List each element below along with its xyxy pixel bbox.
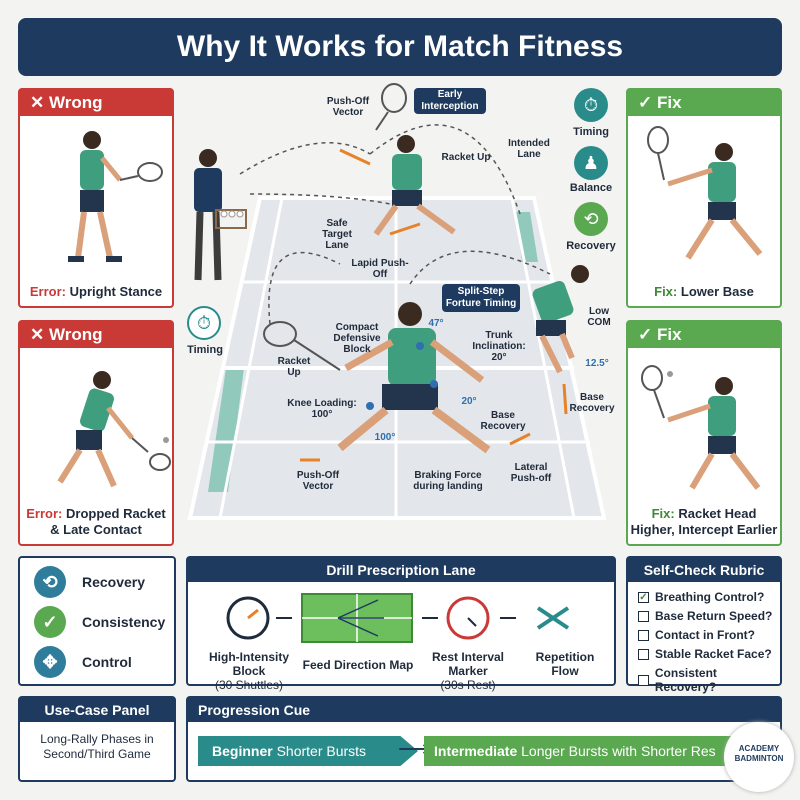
timing-left-label: Timing xyxy=(187,344,223,356)
player-dropped-racket-illustration xyxy=(57,371,171,488)
drill-icons xyxy=(226,593,570,643)
base-recovery-mid-label: Base Recovery xyxy=(480,410,526,432)
drill-item-rest-interval: Rest Interval Marker (30s Rest) xyxy=(414,650,522,692)
beginner-text: Shorter Bursts xyxy=(276,743,367,759)
recovery-icon: ⟲ xyxy=(574,202,608,236)
error-caption: Upright Stance xyxy=(69,284,163,299)
use-case-text: Long-Rally Phases in Second/Third Game xyxy=(40,732,154,761)
self-check-rubric-panel: Self-Check Rubric ✓Breathing Control? Ba… xyxy=(626,556,782,694)
beginner-bold: Beginner xyxy=(212,743,273,759)
legend-item-recovery: ⟲ Recovery xyxy=(34,566,145,598)
fix-label: Fix: xyxy=(654,284,678,299)
legend-label: Control xyxy=(82,654,132,670)
players-illustration xyxy=(239,83,589,462)
wrong-card-upright-stance: ✕ Wrong Error: Upright Stance xyxy=(18,88,174,308)
base-recovery-right-label: Base Recovery xyxy=(569,392,615,414)
racket-up-mid-label: Racket Up xyxy=(277,356,311,378)
low-com-label: Low COM xyxy=(587,306,611,328)
intermediate-text: Longer Bursts with Shorter Res xyxy=(521,743,716,759)
drill-item-repetition-flow: Repetition Flow xyxy=(535,650,595,678)
drill-prescription-panel: Drill Prescription Lane High-Intensity B… xyxy=(186,556,616,692)
lateral-push-off-label: Lateral Push-off xyxy=(510,462,552,484)
player-lower-base-illustration xyxy=(647,126,763,260)
wrong-card-dropped-racket: ✕ Wrong Error: Dropped Racket & Late Con… xyxy=(18,320,174,546)
side-icon-label: Balance xyxy=(569,182,613,194)
rubric-item[interactable]: Base Return Speed? xyxy=(638,609,772,623)
push-off-vector-label: Push-Off Vector xyxy=(326,96,370,118)
legend-label: Consistency xyxy=(82,614,166,630)
rubric-item[interactable]: Stable Racket Face? xyxy=(638,647,772,661)
legend-item-consistency: ✓ Consistency xyxy=(34,606,165,638)
lapid-push-off-label: Lapid Push-Off xyxy=(351,258,409,280)
fix-card-header: ✓ Fix xyxy=(628,90,780,116)
stopwatch-icon: ⏱ xyxy=(187,306,221,340)
rubric-item[interactable]: Contact in Front? xyxy=(638,628,755,642)
page-title: Why It Works for Match Fitness xyxy=(18,18,782,76)
rubric-header: Self-Check Rubric xyxy=(628,558,780,582)
braking-force-label: Braking Force during landing xyxy=(413,470,483,492)
rubric-item[interactable]: ✓Breathing Control? xyxy=(638,590,765,604)
fix-card-header: ✓ Fix xyxy=(628,322,780,348)
feeder-illustration xyxy=(194,149,247,281)
fix-caption: Lower Base xyxy=(680,284,754,299)
progression-header: Progression Cue xyxy=(188,698,780,722)
intended-lane-label: Intended Lane xyxy=(508,138,550,160)
angle-20-label: 20° xyxy=(461,396,477,407)
move-arrows-icon: ✥ xyxy=(34,646,66,678)
angle-100-label: 100° xyxy=(374,432,396,443)
drill-item-label: High-Intensity Block xyxy=(209,650,289,678)
wrong-card-header: ✕ Wrong xyxy=(20,322,172,348)
player-upright-illustration xyxy=(68,131,163,262)
drill-item-feed-map: Feed Direction Map xyxy=(302,658,414,672)
push-off-vector-bottom-label: Push-Off Vector xyxy=(296,470,340,492)
player-racket-higher-illustration xyxy=(641,365,761,490)
drill-item-sub: (30 Shuttles) xyxy=(214,678,284,692)
drill-item-label: Rest Interval Marker xyxy=(431,650,505,678)
fix-card-racket-higher: ✓ Fix Fix: Racket Head Higher, Intercept… xyxy=(626,320,782,546)
intermediate-bold: Intermediate xyxy=(434,743,518,759)
fix-card-lower-base: ✓ Fix Fix: Lower Base xyxy=(626,88,782,308)
checkbox-icon[interactable] xyxy=(638,610,649,622)
legend-label: Recovery xyxy=(82,574,146,590)
side-icon-label: Timing xyxy=(573,126,609,138)
checkbox-icon[interactable] xyxy=(638,629,649,641)
safe-target-lane-label: Safe Target Lane xyxy=(322,218,352,251)
angle-12-5-label: 12.5° xyxy=(585,358,609,369)
beginner-arrow: Beginner Shorter Bursts xyxy=(198,736,418,766)
checkbox-icon[interactable] xyxy=(638,648,649,660)
rubric-item[interactable]: Consistent Recovery? xyxy=(638,666,780,694)
error-label: Error: xyxy=(29,284,67,299)
compact-defensive-block-label: Compact Defensive Block xyxy=(333,322,381,355)
wrong-card-header: ✕ Wrong xyxy=(20,90,172,116)
intermediate-arrow: Intermediate Longer Bursts with Shorter … xyxy=(424,736,744,766)
racket-up-top-label: Racket Up xyxy=(441,152,491,163)
knee-loading-label: Knee Loading: 100° xyxy=(287,398,357,420)
recovery-icon: ⟲ xyxy=(34,566,66,598)
logo-text: ACADEMY BADMINTON xyxy=(734,744,784,763)
balance-icon: ♟ xyxy=(574,146,608,180)
legend-item-control: ✥ Control xyxy=(34,646,132,678)
legend-panel: ⟲ Recovery ✓ Consistency ✥ Control xyxy=(18,556,176,686)
drill-panel-header: Drill Prescription Lane xyxy=(188,558,614,582)
checkmark-icon: ✓ xyxy=(34,606,66,638)
error-caption: Dropped Racket & Late Contact xyxy=(50,506,166,537)
angle-47-label: 47° xyxy=(428,318,444,329)
trunk-inclination-label: Trunk Inclination: 20° xyxy=(472,330,526,363)
progression-cue-panel: Progression Cue Beginner Shorter Bursts … xyxy=(186,696,782,782)
use-case-panel: Use-Case Panel Long-Rally Phases in Seco… xyxy=(18,696,176,782)
academy-logo: ACADEMY BADMINTON xyxy=(724,722,794,792)
use-case-header: Use-Case Panel xyxy=(20,698,174,722)
stopwatch-icon: ⏱ xyxy=(574,88,608,122)
side-icon-label: Recovery xyxy=(566,240,616,252)
split-step-callout: Split-Step Forture Timing xyxy=(442,284,520,312)
drill-item-sub: (30s Rest) xyxy=(440,678,496,692)
fix-caption: Racket Head Higher, Intercept Earlier xyxy=(630,506,778,537)
fix-label: Fix: xyxy=(651,506,675,521)
drill-item-high-intensity: High-Intensity Block (30 Shuttles) xyxy=(194,650,304,692)
early-interception-callout: Early Interception xyxy=(414,88,486,114)
error-label: Error: xyxy=(26,506,63,521)
checkbox-checked-icon[interactable]: ✓ xyxy=(638,591,649,603)
checkbox-icon[interactable] xyxy=(638,674,649,686)
